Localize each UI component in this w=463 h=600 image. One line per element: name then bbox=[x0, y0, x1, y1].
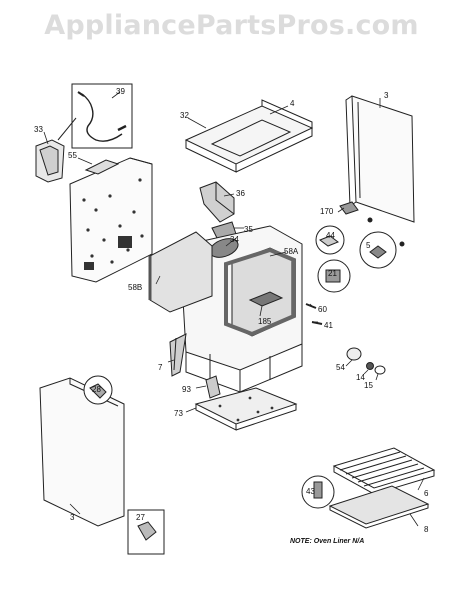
callout-36: 36 bbox=[236, 189, 245, 198]
cooktop-support-panel bbox=[184, 99, 314, 173]
insulation-58A bbox=[224, 247, 296, 337]
callout-185: 185 bbox=[258, 317, 272, 326]
part-21-callout bbox=[317, 259, 351, 293]
callout-55: 55 bbox=[68, 151, 77, 160]
oven-liner-note: NOTE: Oven Liner N/A bbox=[290, 538, 365, 545]
callout-60: 60 bbox=[318, 305, 327, 314]
side-panel-left bbox=[39, 377, 125, 527]
callout-labels: 39 33 55 32 4 3 36 35 34 58A 58B 170 44 … bbox=[34, 87, 429, 534]
part-28-callout bbox=[83, 375, 113, 405]
part-36-bracket bbox=[199, 181, 235, 223]
rear-panel bbox=[69, 157, 153, 283]
callout-41: 41 bbox=[324, 321, 333, 330]
watermark-text: AppliancePartsPros.com bbox=[44, 10, 419, 41]
callout-21: 21 bbox=[328, 269, 337, 278]
callout-58A: 58A bbox=[284, 247, 299, 256]
oven-liner-8 bbox=[328, 485, 430, 529]
callout-34: 34 bbox=[230, 235, 239, 244]
callout-54: 54 bbox=[336, 363, 345, 372]
callout-43: 43 bbox=[306, 487, 315, 496]
part-27-detail bbox=[127, 509, 165, 555]
part-60-screw bbox=[305, 303, 317, 309]
callout-6: 6 bbox=[424, 489, 429, 498]
callout-3-upper: 3 bbox=[384, 91, 389, 100]
callout-14: 14 bbox=[356, 373, 365, 382]
insulation-58B bbox=[148, 231, 213, 313]
callout-58B: 58B bbox=[128, 283, 142, 292]
callout-93: 93 bbox=[182, 385, 191, 394]
callout-8: 8 bbox=[424, 525, 429, 534]
callout-170: 170 bbox=[320, 207, 334, 216]
door-hinge-7 bbox=[169, 333, 187, 377]
part-54-knob bbox=[346, 347, 362, 361]
callout-32: 32 bbox=[180, 111, 189, 120]
part-43-callout bbox=[301, 475, 335, 509]
part-170-bracket bbox=[339, 201, 405, 247]
callout-5: 5 bbox=[366, 241, 371, 250]
part-14-washer bbox=[366, 362, 374, 370]
callout-39: 39 bbox=[116, 87, 125, 96]
part-5-callout bbox=[359, 231, 397, 269]
callout-3-lower: 3 bbox=[70, 513, 75, 522]
side-panel-right bbox=[345, 95, 415, 223]
callout-7: 7 bbox=[158, 363, 163, 372]
callout-44: 44 bbox=[326, 231, 335, 240]
bottom-plate-73 bbox=[194, 387, 298, 431]
callout-28: 28 bbox=[92, 385, 101, 394]
wire-harness-detail bbox=[71, 83, 133, 149]
callout-4: 4 bbox=[290, 99, 295, 108]
part-33-bracket bbox=[35, 117, 77, 183]
part-44-callout bbox=[315, 225, 345, 255]
oven-rack-6 bbox=[332, 447, 436, 495]
callout-15: 15 bbox=[364, 381, 373, 390]
callout-35: 35 bbox=[244, 225, 253, 234]
callout-27: 27 bbox=[136, 513, 145, 522]
part-15-bulb bbox=[374, 365, 386, 375]
part-93-bracket bbox=[205, 375, 221, 399]
callout-73: 73 bbox=[174, 409, 183, 418]
part-185-bracket bbox=[248, 291, 284, 307]
callout-33: 33 bbox=[34, 125, 43, 134]
